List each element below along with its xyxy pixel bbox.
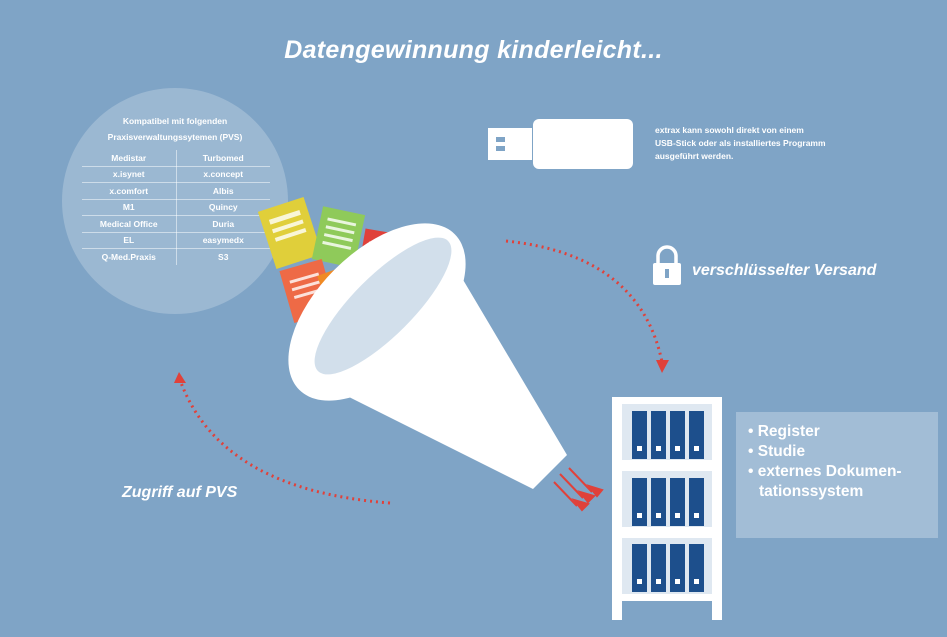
pvs-name: easymedx [176,232,270,249]
pvs-name: Quincy [176,199,270,216]
zugriff-arrow-icon [174,372,391,505]
binder-shelf-icon [612,397,722,620]
pvs-row: Q-Med.Praxis S3 [82,248,270,265]
target-item-dokumentation: • externes Dokumen- [748,463,902,480]
page-title: Datengewinnung kinderleicht... [284,36,663,64]
pvs-name: Turbomed [176,150,270,167]
versand-label: verschlüsselter Versand [692,262,877,279]
pvs-name: x.comfort [82,182,177,200]
target-item-dokumentation-cont: tationssystem [759,483,864,500]
zugriff-label: Zugriff auf PVS [122,484,238,501]
pvs-name: M1 [82,199,177,216]
pvs-name: x.isynet [82,166,177,183]
pvs-name: Medical Office [82,215,177,233]
pvs-name: Q-Med.Praxis [82,248,177,265]
doc-yellow [257,197,323,269]
binders-row-1 [632,411,704,459]
doc-green [311,206,366,268]
target-systems-box: • Register • Studie • externes Dokumen- … [736,412,938,538]
binders-row-3 [632,544,704,592]
target-systems-list: • Register • Studie • externes Dokumen- … [736,412,938,502]
pvs-name: Duria [176,215,270,233]
pvs-name: S3 [218,251,229,262]
pvs-heading: Kompatibel mit folgenden Praxisverwaltun… [62,113,288,145]
pvs-heading-line2: Praxisverwaltungssytemen (PVS) [107,132,243,142]
pvs-heading-line1: Kompatibel mit folgenden [122,116,228,126]
lock-icon [653,245,681,285]
pvs-name: Medistar [82,150,177,167]
usb-description-line1: extrax kann sowohl direkt von einem [655,125,804,135]
pvs-name: x.concept [176,166,270,183]
output-arrows-icon [553,467,604,512]
funnel-icon [288,223,567,489]
target-item-register: • Register [748,423,820,440]
usb-description: extrax kann sowohl direkt von einem USB-… [655,124,895,163]
versand-arrow-icon [505,239,669,373]
pvs-name: EL [82,232,177,249]
target-item-studie: • Studie [748,443,806,460]
usb-description-line3: ausgeführt werden. [655,151,734,161]
binders-row-2 [632,478,704,526]
pvs-name: Albis [176,182,270,200]
usb-description-line2: USB-Stick oder als installiertes Program… [655,138,826,148]
usb-stick-icon [488,119,633,169]
